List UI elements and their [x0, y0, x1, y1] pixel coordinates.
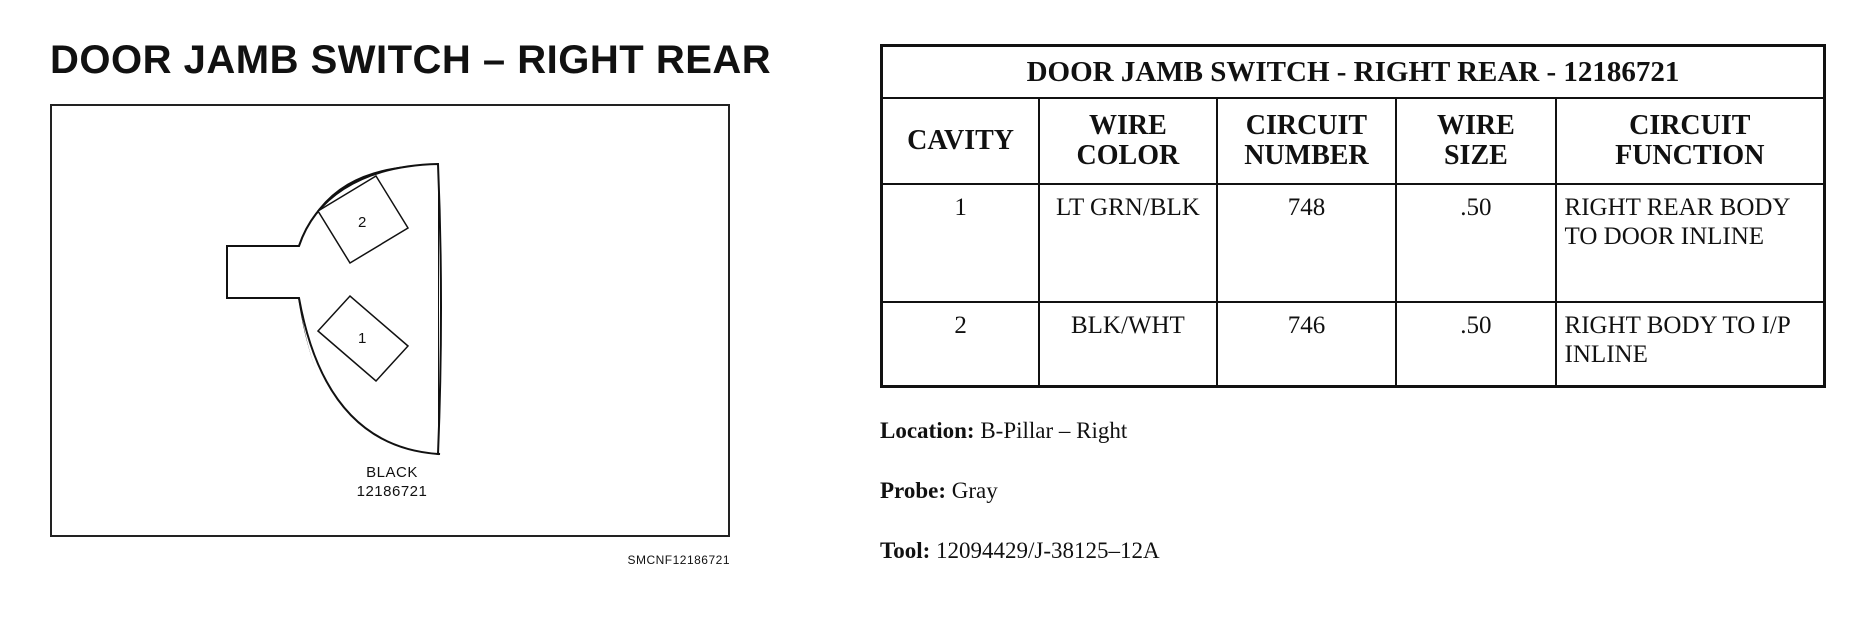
connector-part-number: 12186721 [356, 483, 428, 500]
cavity-1-terminal [316, 294, 410, 383]
table-header-row: CAVITY WIRE COLOR CIRCUIT NUMBER WIRE SI… [880, 97, 1826, 185]
pinout-table: DOOR JAMB SWITCH - RIGHT REAR - 12186721… [880, 44, 1826, 388]
tool-value: 12094429/J-38125–12A [936, 538, 1160, 563]
table-row: 2 BLK/WHT 746 .50 RIGHT BODY TO I/P INLI… [880, 301, 1826, 387]
table-row: 1 LT GRN/BLK 748 .50 RIGHT REAR BODY TO … [880, 183, 1826, 303]
tool-label: Tool: [880, 538, 931, 563]
probe-value: Gray [951, 478, 998, 503]
figure-id: SMCNF12186721 [627, 553, 730, 567]
header-wire-color: WIRE COLOR [1038, 97, 1218, 185]
cavity-2-label: 2 [358, 214, 366, 231]
cavity-1-label: 1 [358, 330, 366, 347]
header-circuit-number: CIRCUIT NUMBER [1215, 97, 1398, 185]
location-value: B-Pillar – Right [980, 418, 1128, 443]
tool-line: Tool: 12094429/J-38125–12A [880, 538, 1160, 564]
probe-label: Probe: [880, 478, 947, 503]
row-1-wire-size: .50 [1395, 183, 1557, 303]
header-wire-size: WIRE SIZE [1395, 97, 1557, 185]
connector-body [226, 162, 442, 456]
row-1-cavity: 1 [880, 183, 1041, 303]
row-2-wire-color: BLK/WHT [1038, 301, 1218, 387]
table-caption: DOOR JAMB SWITCH - RIGHT REAR - 12186721 [880, 44, 1826, 99]
connector-face-drawing: 2 1 [226, 162, 442, 456]
connector-color: BLACK [366, 464, 418, 481]
header-circuit-function: CIRCUIT FUNCTION [1554, 97, 1826, 185]
row-1-circuit-number: 748 [1215, 183, 1398, 303]
row-2-circuit-function: RIGHT BODY TO I/P INLINE [1554, 301, 1826, 387]
row-2-cavity: 2 [880, 301, 1041, 387]
connector-diagram: 2 1 BLACK 12186721 [50, 104, 730, 537]
row-1-circuit-function: RIGHT REAR BODY TO DOOR INLINE [1554, 183, 1826, 303]
row-1-wire-color: LT GRN/BLK [1038, 183, 1218, 303]
header-cavity: CAVITY [880, 97, 1041, 185]
probe-line: Probe: Gray [880, 478, 998, 504]
cavity-2-terminal [316, 174, 410, 265]
row-2-wire-size: .50 [1395, 301, 1557, 387]
location-line: Location: B-Pillar – Right [880, 418, 1127, 444]
row-2-circuit-number: 746 [1215, 301, 1398, 387]
diagram-title: DOOR JAMB SWITCH – RIGHT REAR [50, 38, 772, 82]
location-label: Location: [880, 418, 975, 443]
